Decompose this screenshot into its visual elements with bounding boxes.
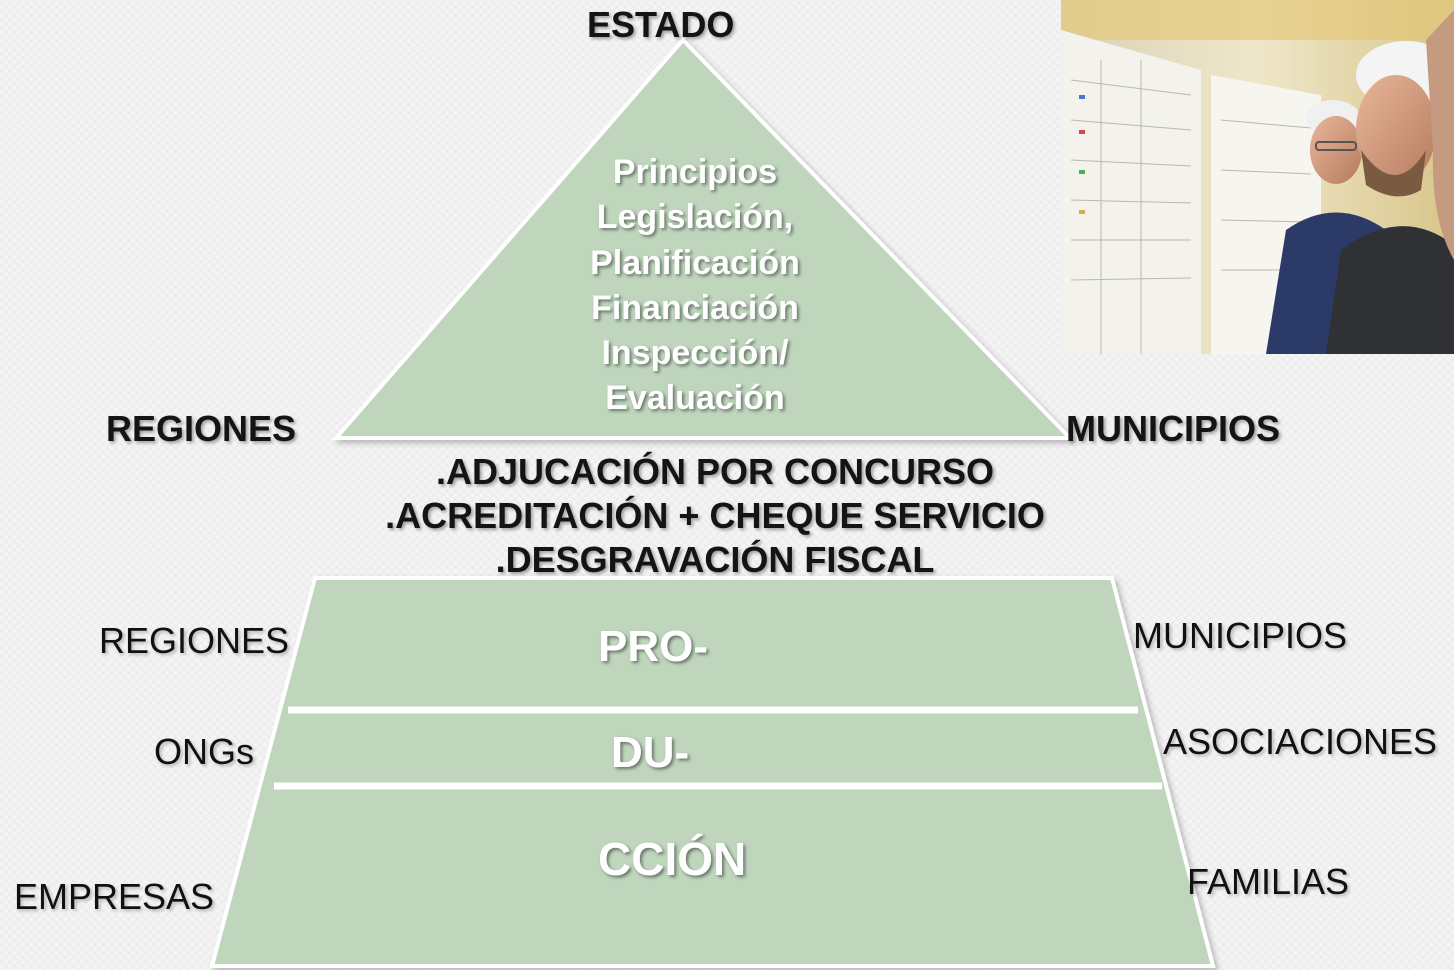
workers-photo-illustration [1061,0,1454,354]
mechanism-item: .DESGRAVACIÓN FISCAL [495,539,935,580]
apex-line: Financiación [591,288,799,327]
apex-triangle [331,37,1075,440]
level-left-regiones: REGIONES [99,620,290,661]
apex-line: Evaluación [605,379,785,418]
mechanism-item: .ACREDITACIÓN + CHEQUE SERVICIO [385,495,1045,536]
level-label-ccion: CCIÓN [598,833,747,885]
apex-line: Inspección/ [601,334,789,373]
upper-left-label: REGIONES [106,408,297,449]
level-left-empresas: EMPRESAS [14,876,215,917]
apex-functions-list: Principios Legislación, Planificación Fi… [560,150,830,422]
mechanism-item: .ADJUCACIÓN POR CONCURSO [435,451,995,492]
apex-title: ESTADO [587,4,735,45]
production-trapezoid [209,576,1216,968]
apex-line: Principios [612,153,778,191]
level-right-asociaciones: ASOCIACIONES [1163,721,1438,762]
level-label-du: DU- [611,728,690,777]
level-right-familias: FAMILIAS [1187,861,1350,902]
apex-line: Planificación [590,243,800,282]
apex-line: Legislación, [596,198,794,237]
level-label-pro: PRO- [598,622,708,671]
upper-right-label: MUNICIPIOS [1066,408,1281,449]
level-right-municipios: MUNICIPIOS [1133,615,1348,656]
level-left-ongs: ONGs [154,731,255,772]
mechanisms-list: .ADJUCACIÓN POR CONCURSO .ACREDITACIÓN +… [300,450,1130,582]
workers-photo [1061,0,1454,354]
